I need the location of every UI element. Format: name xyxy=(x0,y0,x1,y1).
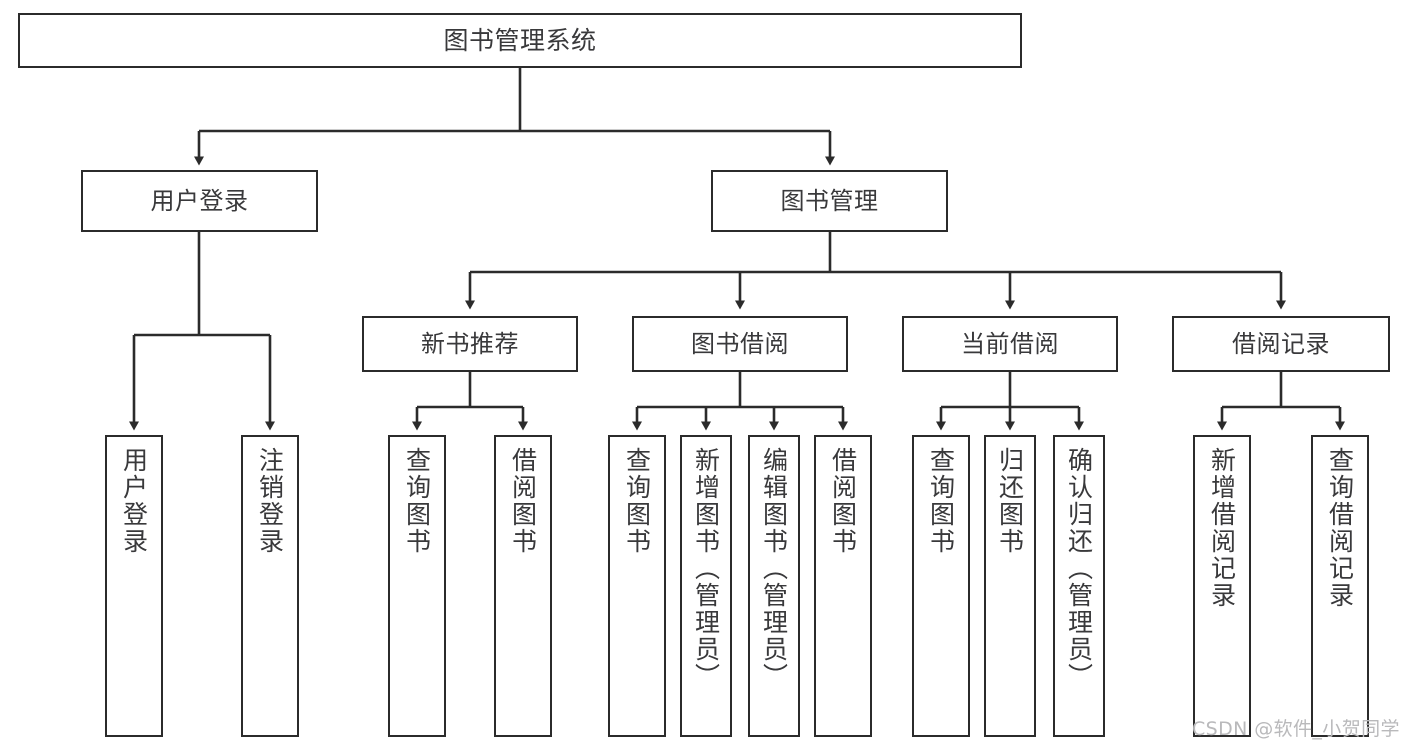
node-leaf-add-borrow-record[interactable]: 新增借阅记录 xyxy=(1193,435,1251,737)
node-new-book-recommend[interactable]: 新书推荐 xyxy=(362,316,578,372)
node-new-book-recommend-label: 新书推荐 xyxy=(421,329,519,358)
node-user-login[interactable]: 用户登录 xyxy=(81,170,318,232)
watermark: CSDN @软件_小贺同学 xyxy=(1192,718,1400,740)
node-leaf-borrow-book[interactable]: 借阅图书 xyxy=(814,435,872,737)
node-current-borrow-label: 当前借阅 xyxy=(961,329,1059,358)
node-leaf-query-book-new-label: 查询图书 xyxy=(402,447,432,555)
node-book-borrow[interactable]: 图书借阅 xyxy=(632,316,848,372)
node-leaf-borrow-book-label: 借阅图书 xyxy=(828,447,858,555)
node-leaf-query-book-borrow[interactable]: 查询图书 xyxy=(608,435,666,737)
node-leaf-borrow-book-new-label: 借阅图书 xyxy=(508,447,538,555)
node-leaf-user-login-label: 用户登录 xyxy=(119,447,149,555)
node-leaf-query-book-borrow-label: 查询图书 xyxy=(622,447,652,555)
node-leaf-query-borrow-record-label: 查询借阅记录 xyxy=(1325,447,1355,609)
node-book-manage[interactable]: 图书管理 xyxy=(711,170,948,232)
node-leaf-add-borrow-record-label: 新增借阅记录 xyxy=(1207,447,1237,609)
node-book-manage-label: 图书管理 xyxy=(780,186,879,215)
node-leaf-query-book-current-label: 查询图书 xyxy=(926,447,956,555)
node-book-borrow-label: 图书借阅 xyxy=(691,329,789,358)
node-leaf-confirm-return-admin-label: 确认归还（管理员） xyxy=(1064,447,1094,690)
node-leaf-return-book[interactable]: 归还图书 xyxy=(984,435,1036,737)
node-leaf-user-login[interactable]: 用户登录 xyxy=(105,435,163,737)
node-leaf-add-book-admin-label: 新增图书（管理员） xyxy=(691,447,721,690)
node-borrow-record-label: 借阅记录 xyxy=(1232,329,1330,358)
node-root-system[interactable]: 图书管理系统 xyxy=(18,13,1022,68)
node-leaf-borrow-book-new[interactable]: 借阅图书 xyxy=(494,435,552,737)
node-leaf-return-book-label: 归还图书 xyxy=(995,447,1025,555)
node-leaf-query-book-current[interactable]: 查询图书 xyxy=(912,435,970,737)
node-current-borrow[interactable]: 当前借阅 xyxy=(902,316,1118,372)
node-leaf-query-borrow-record[interactable]: 查询借阅记录 xyxy=(1311,435,1369,737)
node-root-system-label: 图书管理系统 xyxy=(443,25,597,55)
node-user-login-label: 用户登录 xyxy=(150,186,249,215)
node-leaf-logout-label: 注销登录 xyxy=(255,447,285,555)
node-leaf-add-book-admin[interactable]: 新增图书（管理员） xyxy=(680,435,732,737)
node-leaf-confirm-return-admin[interactable]: 确认归还（管理员） xyxy=(1053,435,1105,737)
node-leaf-edit-book-admin-label: 编辑图书（管理员） xyxy=(759,447,789,690)
node-leaf-query-book-new[interactable]: 查询图书 xyxy=(388,435,446,737)
node-leaf-edit-book-admin[interactable]: 编辑图书（管理员） xyxy=(748,435,800,737)
node-borrow-record[interactable]: 借阅记录 xyxy=(1172,316,1390,372)
node-leaf-logout[interactable]: 注销登录 xyxy=(241,435,299,737)
